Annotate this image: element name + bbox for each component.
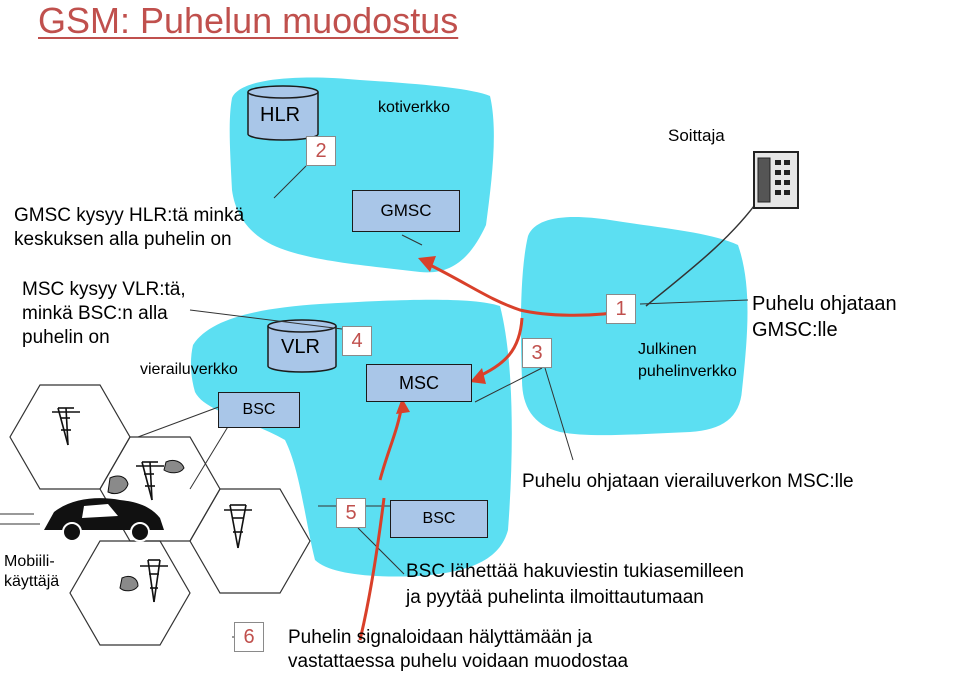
step5-annotation-line1: BSC lähettää hakuviestin tukiasemilleen — [406, 561, 744, 582]
step6-annotation-line2: vastattaessa puhelu voidaan muodostaa — [288, 651, 629, 672]
step-3-marker: 3 — [522, 338, 552, 368]
bsc-box-top: BSC — [218, 392, 300, 428]
caller-label: Soittaja — [668, 126, 725, 145]
public-network-label-line2: puhelinverkko — [638, 363, 737, 380]
step1-annotation-line1: Puhelu ohjataan — [752, 293, 897, 315]
cell-1 — [9, 384, 131, 490]
msc-box: MSC — [366, 364, 472, 402]
tower-icon-3 — [224, 504, 252, 549]
step1-annotation-line2: GMSC:lle — [752, 319, 838, 341]
step-1-marker: 1 — [606, 294, 636, 324]
step5-annotation-line2: ja pyytää puhelinta ilmoittautumaan — [406, 587, 704, 608]
vlr-database-icon — [267, 319, 337, 373]
page-title: GSM: Puhelun muodostus — [38, 0, 459, 41]
car-icon — [0, 498, 164, 542]
step2-annotation-line2: keskuksen alla puhelin on — [14, 229, 232, 250]
step4-annotation-line2: minkä BSC:n alla — [22, 303, 168, 324]
tower-icons — [52, 407, 252, 603]
step2-annotation-line1: GMSC kysyy HLR:tä minkä — [14, 205, 245, 226]
handset-icon-2 — [163, 459, 185, 474]
telephone-icon — [753, 151, 799, 209]
home-network-label: kotiverkko — [378, 99, 451, 116]
cell-grid — [9, 384, 311, 646]
mobile-user-label-line2: käyttäjä — [4, 573, 60, 590]
tower-icon-2 — [136, 461, 164, 501]
handset-icons — [107, 459, 185, 592]
cell-3 — [189, 488, 311, 594]
tower-icon-1 — [52, 407, 80, 446]
call-path-arrowheads — [396, 256, 486, 414]
step4-annotation-line3: puhelin on — [22, 327, 110, 348]
cell-4 — [69, 540, 191, 646]
step-2-marker: 2 — [306, 136, 336, 166]
connector-lines — [137, 165, 749, 638]
step-4-marker: 4 — [342, 326, 372, 356]
phone-cable — [645, 197, 761, 307]
step3-annotation: Puhelu ohjataan vierailuverkon MSC:lle — [522, 471, 854, 492]
bsc-box-bottom: BSC — [390, 500, 488, 538]
vlr-label: VLR — [281, 336, 320, 358]
handset-icon-3 — [119, 575, 139, 592]
public-network-cloud — [520, 217, 748, 436]
hlr-label: HLR — [260, 104, 301, 126]
visited-network-label: vierailuverkko — [140, 361, 238, 378]
step4-annotation-line1: MSC kysyy VLR:tä, — [22, 279, 186, 300]
public-network-label-line1: Julkinen — [638, 341, 697, 358]
mobile-user-label-line1: Mobiili- — [4, 553, 55, 570]
step-5-marker: 5 — [336, 498, 366, 528]
handset-icon-1 — [107, 475, 129, 495]
tower-icon-4 — [140, 559, 168, 603]
gmsc-box: GMSC — [352, 190, 460, 232]
step-6-marker: 6 — [234, 622, 264, 652]
step6-annotation-line1: Puhelin signaloidaan hälyttämään ja — [288, 627, 593, 648]
